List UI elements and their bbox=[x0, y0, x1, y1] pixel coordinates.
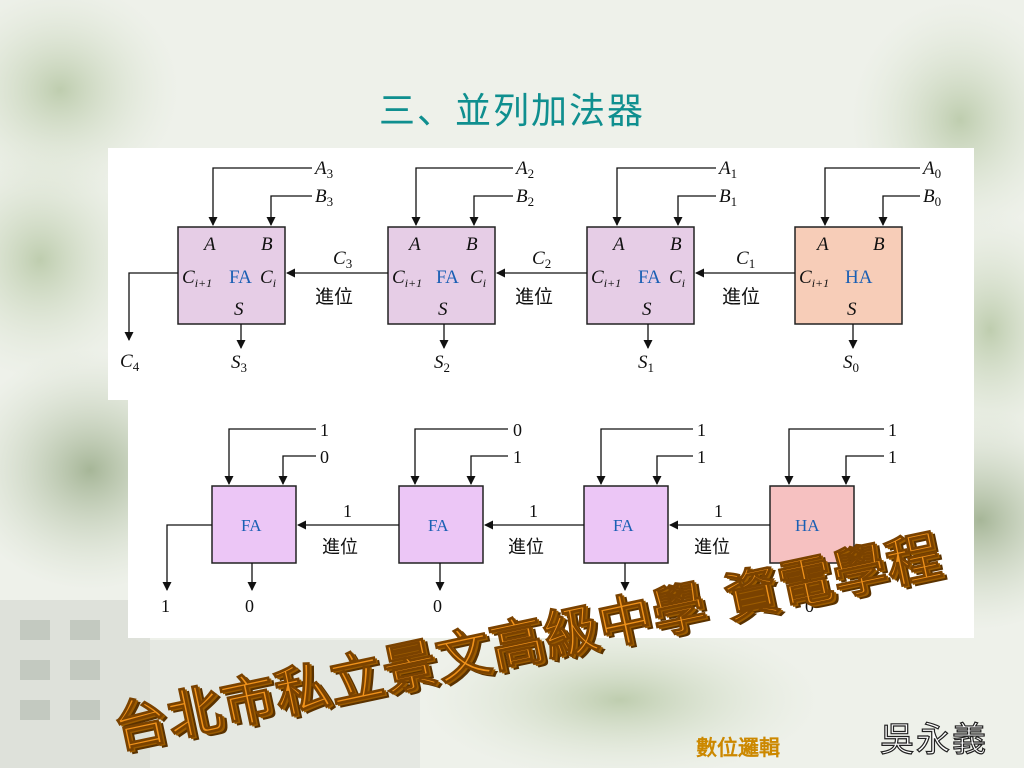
bottom-input-a: 1 bbox=[697, 420, 706, 440]
port-s-label: S bbox=[847, 299, 857, 320]
top-input-b3: B3 bbox=[315, 186, 333, 209]
block-type-label: FA bbox=[229, 267, 252, 288]
top-input-b1: B1 bbox=[719, 186, 737, 209]
bottom-output-sum: 0 bbox=[245, 596, 254, 616]
bottom-final-carry: 1 bbox=[161, 596, 170, 616]
port-a-label: A bbox=[202, 234, 216, 255]
top-block-ha0 bbox=[794, 226, 903, 325]
port-a-label: A bbox=[407, 234, 421, 255]
top-input-a0: A0 bbox=[921, 158, 941, 181]
top-output-s3: S3 bbox=[231, 352, 247, 375]
block-type-label: FA bbox=[436, 267, 459, 288]
top-input-b2: B2 bbox=[516, 186, 534, 209]
course-name: 數位邏輯 bbox=[696, 736, 780, 760]
bottom-output-sum: 0 bbox=[433, 596, 442, 616]
bottom-block-fa3 bbox=[211, 485, 297, 564]
block-type-label: HA bbox=[795, 516, 820, 535]
top-output-s0: S0 bbox=[843, 352, 859, 375]
port-carry-out-label: Ci+1 bbox=[182, 267, 212, 290]
top-adder-diagram: A3 B3 A2 B2 A1 B1 A0 B0 A B S Ci+1 Ci A … bbox=[120, 158, 941, 375]
top-input-b0: B0 bbox=[923, 186, 941, 209]
port-s-label: S bbox=[438, 299, 448, 320]
bottom-input-b: 1 bbox=[888, 447, 897, 467]
port-carry-in-label: Ci bbox=[260, 267, 276, 290]
top-carry-word: 進位 bbox=[722, 286, 760, 308]
bottom-block-fa2 bbox=[398, 485, 484, 564]
top-carry-label-c1: C1 bbox=[736, 248, 755, 271]
port-s-label: S bbox=[642, 299, 652, 320]
port-carry-out-label: Ci+1 bbox=[591, 267, 621, 290]
top-output-s2: S2 bbox=[434, 352, 450, 375]
bottom-output-sum: 0 bbox=[805, 596, 814, 616]
port-b-label: B bbox=[466, 234, 478, 255]
port-s-label: S bbox=[234, 299, 244, 320]
author-signature: 吳永義 bbox=[879, 719, 988, 760]
top-input-a1: A1 bbox=[717, 158, 737, 181]
bottom-carry-value: 1 bbox=[529, 501, 538, 521]
bottom-input-a: 1 bbox=[320, 420, 329, 440]
port-b-label: B bbox=[873, 234, 885, 255]
top-carry-label-c3: C3 bbox=[333, 248, 352, 271]
bottom-carry-value: 1 bbox=[714, 501, 723, 521]
top-final-carry-c4: C4 bbox=[120, 351, 140, 374]
top-input-a3: A3 bbox=[313, 158, 333, 181]
block-type-label: FA bbox=[241, 516, 262, 535]
top-carry-word: 進位 bbox=[315, 286, 353, 308]
port-carry-in-label: Ci bbox=[470, 267, 486, 290]
bottom-carry-word: 進位 bbox=[322, 537, 358, 558]
bottom-carry-value: 1 bbox=[343, 501, 352, 521]
block-type-label: FA bbox=[613, 516, 634, 535]
top-carry-label-c2: C2 bbox=[532, 248, 551, 271]
bottom-adder-example: 1 0 0 1 1 1 1 1 0 0 1 0 1 1 1 1 FA FA FA… bbox=[161, 420, 897, 616]
top-block-fa1 bbox=[586, 226, 695, 325]
top-carry-word: 進位 bbox=[515, 286, 553, 308]
bottom-input-b: 1 bbox=[697, 447, 706, 467]
bottom-block-fa1 bbox=[583, 485, 669, 564]
bottom-input-b: 0 bbox=[320, 447, 329, 467]
bottom-output-sum: 1 bbox=[618, 596, 627, 616]
bottom-input-a: 1 bbox=[888, 420, 897, 440]
block-type-label: HA bbox=[845, 267, 873, 288]
bottom-input-b: 1 bbox=[513, 447, 522, 467]
port-a-label: A bbox=[815, 234, 829, 255]
bottom-carry-word: 進位 bbox=[694, 537, 730, 558]
port-carry-out-label: Ci+1 bbox=[392, 267, 422, 290]
block-type-label: FA bbox=[428, 516, 449, 535]
bottom-input-a: 0 bbox=[513, 420, 522, 440]
block-type-label: FA bbox=[638, 267, 661, 288]
top-input-a2: A2 bbox=[514, 158, 534, 181]
port-carry-in-label: Ci bbox=[669, 267, 685, 290]
port-b-label: B bbox=[261, 234, 273, 255]
top-output-s1: S1 bbox=[638, 352, 654, 375]
top-block-fa2 bbox=[387, 226, 496, 325]
top-block-fa3 bbox=[177, 226, 286, 325]
port-b-label: B bbox=[670, 234, 682, 255]
bottom-carry-word: 進位 bbox=[508, 537, 544, 558]
port-carry-out-label: Ci+1 bbox=[799, 267, 829, 290]
port-a-label: A bbox=[611, 234, 625, 255]
slide-title: 三、並列加法器 bbox=[378, 91, 645, 132]
